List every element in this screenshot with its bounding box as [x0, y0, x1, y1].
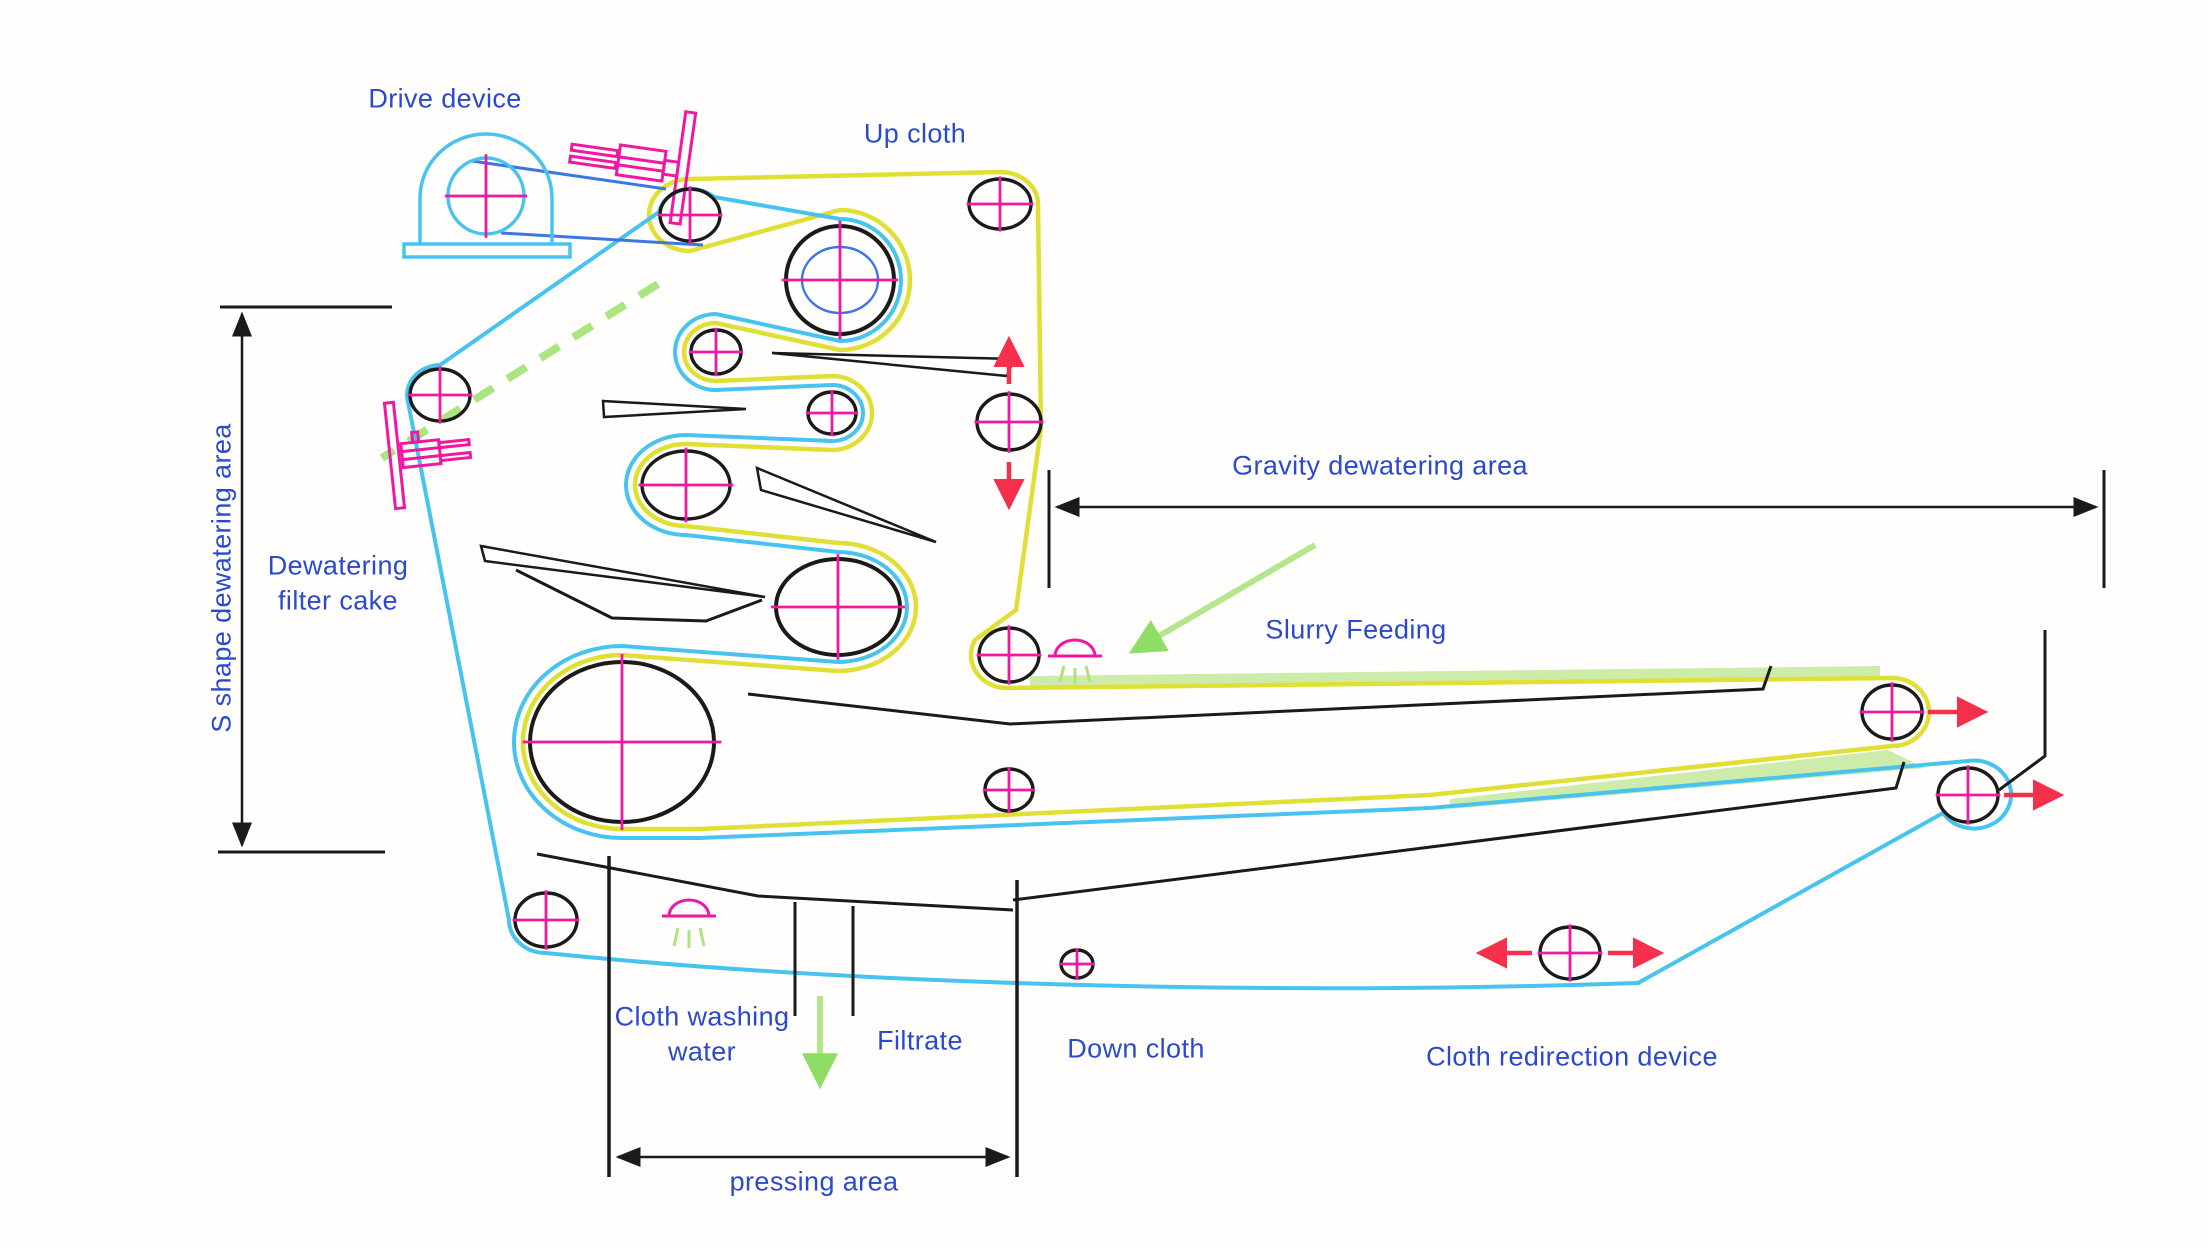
drive-motor-housing	[402, 132, 572, 259]
scraper-wedge-3	[755, 465, 937, 544]
roller-up-cloth-top-roll	[966, 176, 1034, 232]
roller-press-roll-2	[689, 327, 743, 377]
dimensions-layer	[218, 305, 2106, 1177]
label-filter-cake: Dewatering filter cake	[268, 548, 409, 617]
roller-cloth-wash-roll	[512, 890, 580, 950]
red-arrows	[993, 335, 2065, 969]
label-slurry-feeding: Slurry Feeding	[1265, 614, 1447, 645]
right-bracket	[1998, 630, 2047, 792]
label-cloth-washing-line2: water	[667, 1036, 737, 1066]
motor-base	[402, 242, 572, 259]
deck-support-line	[747, 665, 1773, 726]
roller-down-cloth-small-roll	[1059, 948, 1095, 980]
roller-cloth-redirection-roll	[1537, 924, 1603, 982]
motor-arch	[418, 132, 554, 244]
roller-up-cloth-tension-roll	[974, 391, 1044, 453]
scraper-wedge-4	[479, 544, 766, 599]
label-cloth-washing: Cloth washing water	[615, 999, 790, 1068]
magenta-devices	[382, 110, 698, 511]
label-s-shape-area: S shape dewatering area	[206, 423, 237, 733]
scraper-wedge-2	[601, 399, 747, 419]
roller-drive-pulley	[444, 154, 528, 238]
label-drive-device: Drive device	[368, 83, 522, 114]
roller-feed-corner-roll	[976, 625, 1042, 685]
roller-down-cloth-right-roll	[1935, 765, 2001, 825]
slurry-strip-deck	[1030, 666, 1880, 687]
label-filter-cake-line2: filter cake	[278, 585, 398, 615]
roller-press-roll-1	[781, 220, 899, 340]
roller-press-roll-6-large	[522, 654, 722, 830]
up-cloth-belt	[520, 169, 1932, 832]
roller-press-roll-5	[771, 554, 905, 660]
feed-spray-dashes	[1058, 665, 1092, 684]
label-filter-cake-line1: Dewatering	[267, 550, 409, 581]
roller-drive-discharge-roll	[657, 186, 723, 244]
roller-press-roll-4	[638, 447, 734, 523]
s-shape-dimension	[218, 305, 392, 854]
wash-spray-dashes	[672, 927, 706, 948]
drive-belt	[471, 159, 704, 247]
left-scraper-device	[382, 400, 473, 511]
rollers	[407, 154, 2001, 982]
wash-sprayer-icon	[662, 898, 716, 918]
scraper-wedge-1	[771, 351, 1016, 378]
feed-sprayer-icon	[1048, 638, 1102, 658]
roller-press-roll-3	[806, 389, 858, 437]
top-spray-valve	[567, 110, 698, 226]
slurry-feed-arrow	[1128, 542, 1317, 654]
label-cloth-washing-line1: Cloth washing	[614, 1001, 790, 1032]
label-down-cloth: Down cloth	[1067, 1033, 1205, 1064]
gravity-dimension	[1047, 470, 2106, 588]
label-gravity-area: Gravity dewatering area	[1232, 450, 1528, 481]
chute	[515, 568, 763, 623]
belts-layer	[405, 159, 2014, 991]
down-cloth-belt	[405, 187, 2014, 991]
label-filtrate: Filtrate	[877, 1025, 963, 1056]
cake-discharge-dashed	[379, 280, 661, 462]
wedge-support-line	[1012, 761, 1906, 902]
roller-deck-support-roll	[983, 766, 1035, 814]
label-cloth-redirection: Cloth redirection device	[1426, 1041, 1718, 1072]
roller-cake-discharge-roll	[407, 366, 473, 424]
label-up-cloth: Up cloth	[863, 118, 967, 149]
label-pressing-area: pressing area	[729, 1166, 899, 1197]
roller-up-cloth-right-roll	[1859, 682, 1925, 742]
sprayer-domes	[662, 638, 1102, 918]
pressing-dimension	[607, 856, 1019, 1177]
